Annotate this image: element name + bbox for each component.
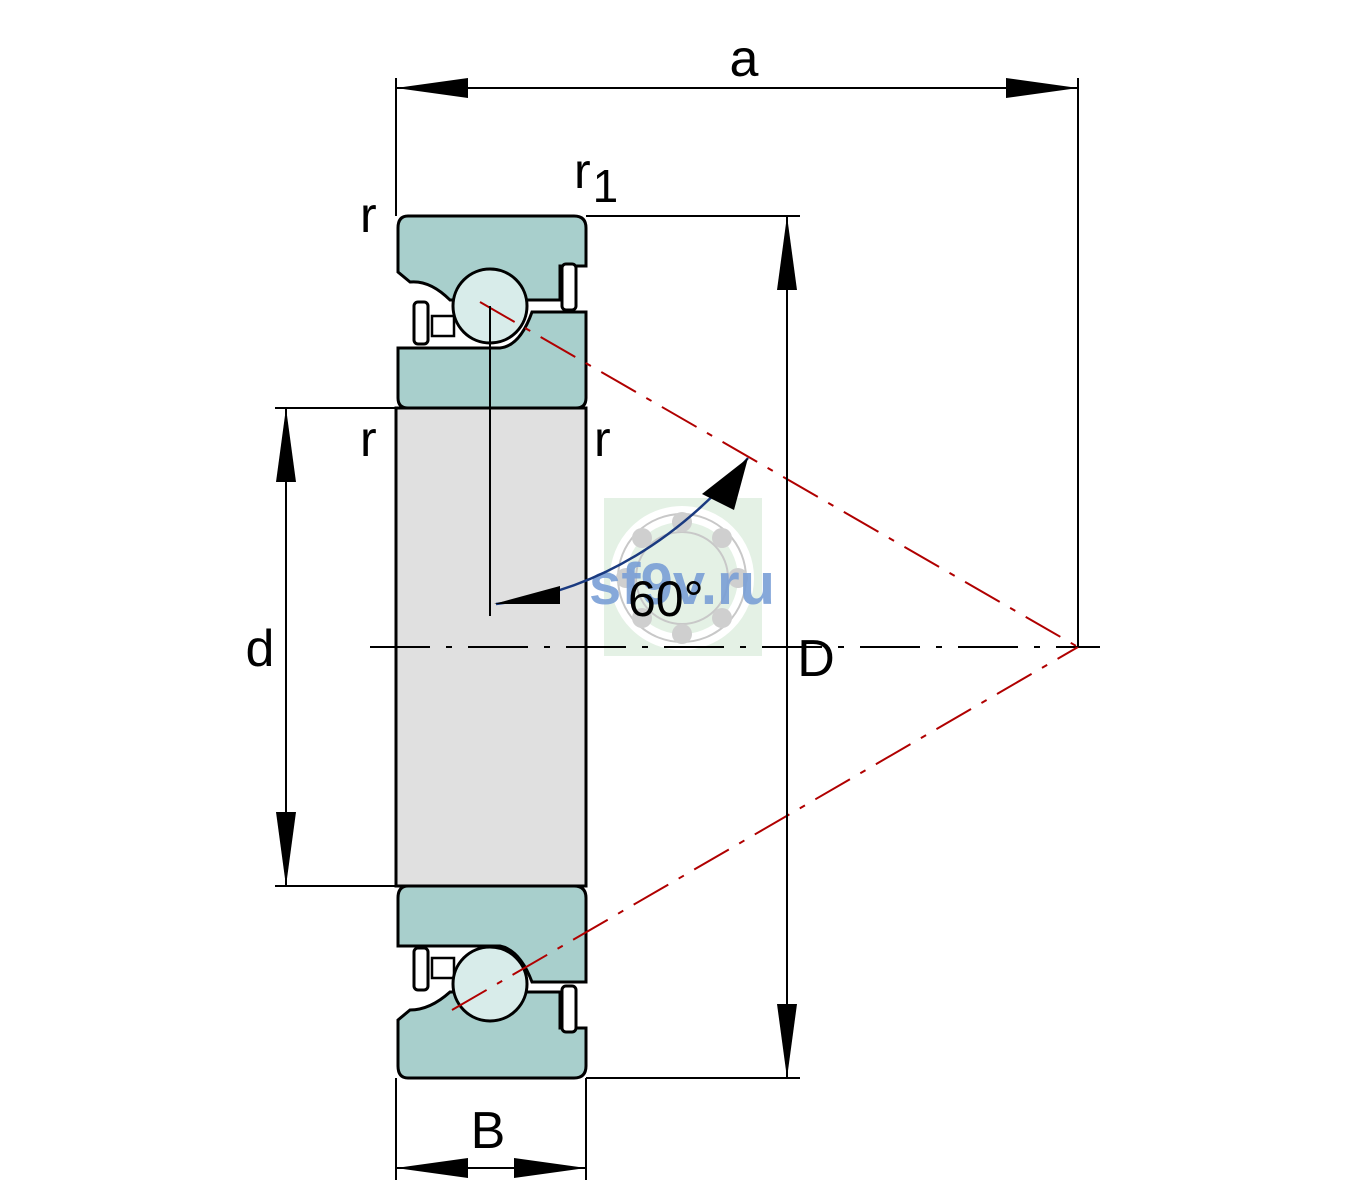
r-label-bore-right: r bbox=[594, 411, 611, 467]
bottom-seal-left bbox=[412, 946, 430, 992]
r1-label: r1 bbox=[574, 143, 618, 212]
watermark: sf9v.ru bbox=[589, 498, 775, 656]
dimension-a-label: a bbox=[730, 30, 759, 88]
dimension-d-label: d bbox=[246, 620, 275, 678]
dimension-B: B bbox=[395, 1078, 587, 1180]
r-label-outer-left: r bbox=[360, 187, 377, 243]
top-ring-section bbox=[396, 214, 588, 410]
top-inner-ring bbox=[396, 310, 588, 410]
watermark-text: sf9v.ru bbox=[589, 552, 775, 617]
bottom-ball bbox=[451, 945, 529, 1023]
contact-line-top bbox=[479, 301, 1079, 648]
top-seal-cage bbox=[430, 314, 456, 338]
dimension-a: a bbox=[395, 30, 1079, 647]
dimension-D-label: D bbox=[797, 630, 835, 688]
r-label-bore-left: r bbox=[360, 411, 377, 467]
dimension-D: D bbox=[586, 215, 835, 1079]
angle-label: 60° bbox=[628, 571, 704, 627]
contact-line-bottom bbox=[451, 646, 1079, 1011]
bottom-seal-cage bbox=[430, 956, 456, 980]
r1-label-subscript: 1 bbox=[593, 160, 619, 212]
top-seal-right bbox=[560, 262, 578, 312]
bottom-seal-right bbox=[560, 984, 578, 1034]
top-seal-left bbox=[412, 300, 430, 346]
bottom-ring-section bbox=[396, 884, 588, 1080]
angle-arrow-right bbox=[702, 458, 748, 510]
bottom-inner-ring bbox=[396, 884, 588, 984]
bottom-outer-ring bbox=[396, 990, 588, 1080]
dimension-d: d bbox=[246, 407, 396, 887]
dimension-B-label: B bbox=[471, 1102, 506, 1160]
top-outer-ring bbox=[396, 214, 588, 302]
r1-label-base: r bbox=[574, 143, 591, 199]
angle-arrow-left bbox=[494, 586, 560, 604]
